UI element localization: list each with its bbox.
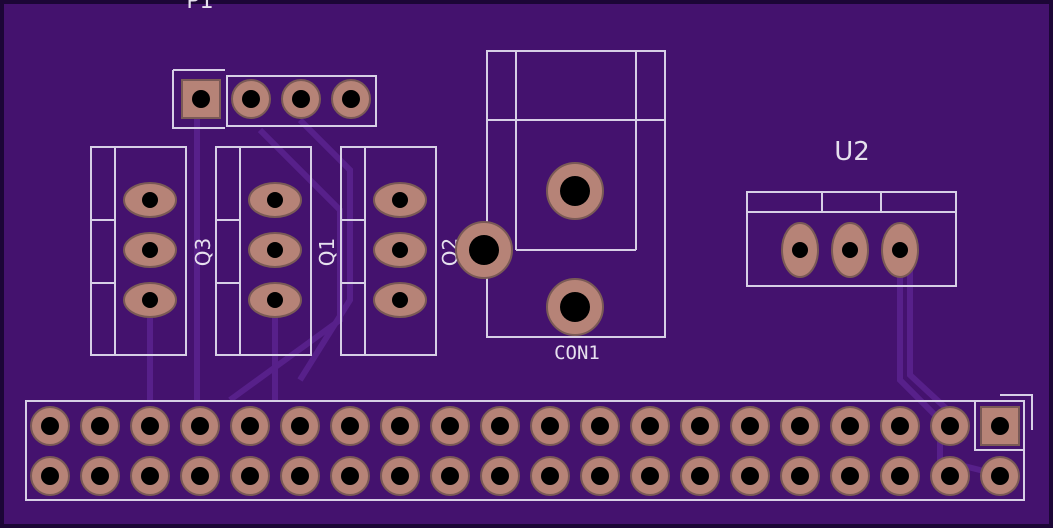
gpio-top-2-drill — [91, 417, 109, 435]
trace-u2-b — [907, 250, 953, 415]
q3-outline — [90, 146, 187, 356]
u2-outline — [746, 191, 957, 287]
q3-pin-2-drill — [142, 242, 158, 258]
con1-drill-bottom — [560, 292, 590, 322]
p1-header — [172, 69, 377, 129]
q2-outline — [340, 146, 437, 356]
p1-pin-4-drill — [342, 90, 360, 108]
q1-pin-2-drill — [267, 242, 283, 258]
gpio-top-7-drill — [341, 417, 359, 435]
gpio-bottom-19-drill — [941, 467, 959, 485]
gpio-pads — [30, 406, 1020, 496]
gpio-bottom-12-drill — [591, 467, 609, 485]
gpio-top-10-drill — [491, 417, 509, 435]
q2-pin-2-drill — [392, 242, 408, 258]
q3-pin-3-drill — [142, 292, 158, 308]
q3-footprint: Q3 — [90, 146, 215, 356]
gpio-top-19-drill — [941, 417, 959, 435]
gpio-top-3-drill — [141, 417, 159, 435]
gpio-bottom-3-drill — [141, 467, 159, 485]
gpio-bottom-20-drill — [991, 467, 1009, 485]
p1-label: P1 — [186, 0, 213, 14]
gpio-bottom-17-drill — [841, 467, 859, 485]
q1-pin-3-drill — [267, 292, 283, 308]
gpio-bottom-11-drill — [541, 467, 559, 485]
con1-drill-center — [560, 176, 590, 206]
p1-pin-3-drill — [292, 90, 310, 108]
con1-drill-side — [469, 235, 499, 265]
gpio-bottom-16-drill — [791, 467, 809, 485]
gpio-header — [25, 394, 1033, 501]
q1-pads — [248, 182, 302, 318]
gpio-bottom-2-drill — [91, 467, 109, 485]
gpio-bottom-10-drill — [491, 467, 509, 485]
gpio-bottom-5-drill — [241, 467, 259, 485]
gpio-bottom-8-drill — [391, 467, 409, 485]
u2-pads — [781, 222, 919, 278]
con1-footprint: CON1 — [455, 50, 666, 364]
gpio-top-17-drill — [841, 417, 859, 435]
gpio-corner-mark — [1000, 394, 1033, 430]
u2-pin-1-drill — [792, 242, 808, 258]
gpio-top-14-drill — [691, 417, 709, 435]
q2-pads — [373, 182, 427, 318]
gpio-bottom-1-drill — [41, 467, 59, 485]
p1-pin-2-drill — [242, 90, 260, 108]
gpio-top-4-drill — [191, 417, 209, 435]
gpio-bottom-6-drill — [291, 467, 309, 485]
q2-footprint: Q2 — [340, 146, 462, 356]
gpio-bottom-7-drill — [341, 467, 359, 485]
gpio-bottom-4-drill — [191, 467, 209, 485]
q2-pin-1-drill — [392, 192, 408, 208]
u2-pin-3-drill — [892, 242, 908, 258]
gpio-top-16-drill — [791, 417, 809, 435]
board-substrate — [4, 4, 1049, 524]
u2-label: U2 — [834, 137, 870, 167]
gpio-bottom-14-drill — [691, 467, 709, 485]
gpio-bottom-15-drill — [741, 467, 759, 485]
q1-footprint: Q1 — [215, 146, 339, 356]
gpio-top-11-drill — [541, 417, 559, 435]
q2-pin-3-drill — [392, 292, 408, 308]
q3-pin-1-drill — [142, 192, 158, 208]
q1-label: Q1 — [315, 238, 339, 266]
gpio-top-20-drill — [991, 417, 1009, 435]
gpio-bottom-13-drill — [641, 467, 659, 485]
gpio-bottom-18-drill — [891, 467, 909, 485]
q3-pads — [123, 182, 177, 318]
u2-footprint: U2 — [746, 137, 957, 287]
gpio-bottom-9-drill — [441, 467, 459, 485]
gpio-top-12-drill — [591, 417, 609, 435]
p1-outline-box — [226, 75, 377, 127]
q1-outline — [215, 146, 312, 356]
gpio-top-5-drill — [241, 417, 259, 435]
gpio-top-9-drill — [441, 417, 459, 435]
gpio-top-15-drill — [741, 417, 759, 435]
gpio-pin1-marker — [974, 401, 1024, 451]
p1-outline-left — [172, 70, 225, 129]
p1-pin-1-drill — [192, 90, 210, 108]
con1-outline — [486, 50, 666, 338]
gpio-top-1-drill — [41, 417, 59, 435]
gpio-top-8-drill — [391, 417, 409, 435]
q3-label: Q3 — [191, 238, 215, 266]
u2-pin-2-drill — [842, 242, 858, 258]
q1-pin-1-drill — [267, 192, 283, 208]
gpio-top-6-drill — [291, 417, 309, 435]
trace-q2-diag — [297, 117, 353, 382]
gpio-top-18-drill — [891, 417, 909, 435]
gpio-top-13-drill — [641, 417, 659, 435]
con1-label: CON1 — [554, 342, 600, 364]
p1-pads — [181, 79, 371, 119]
